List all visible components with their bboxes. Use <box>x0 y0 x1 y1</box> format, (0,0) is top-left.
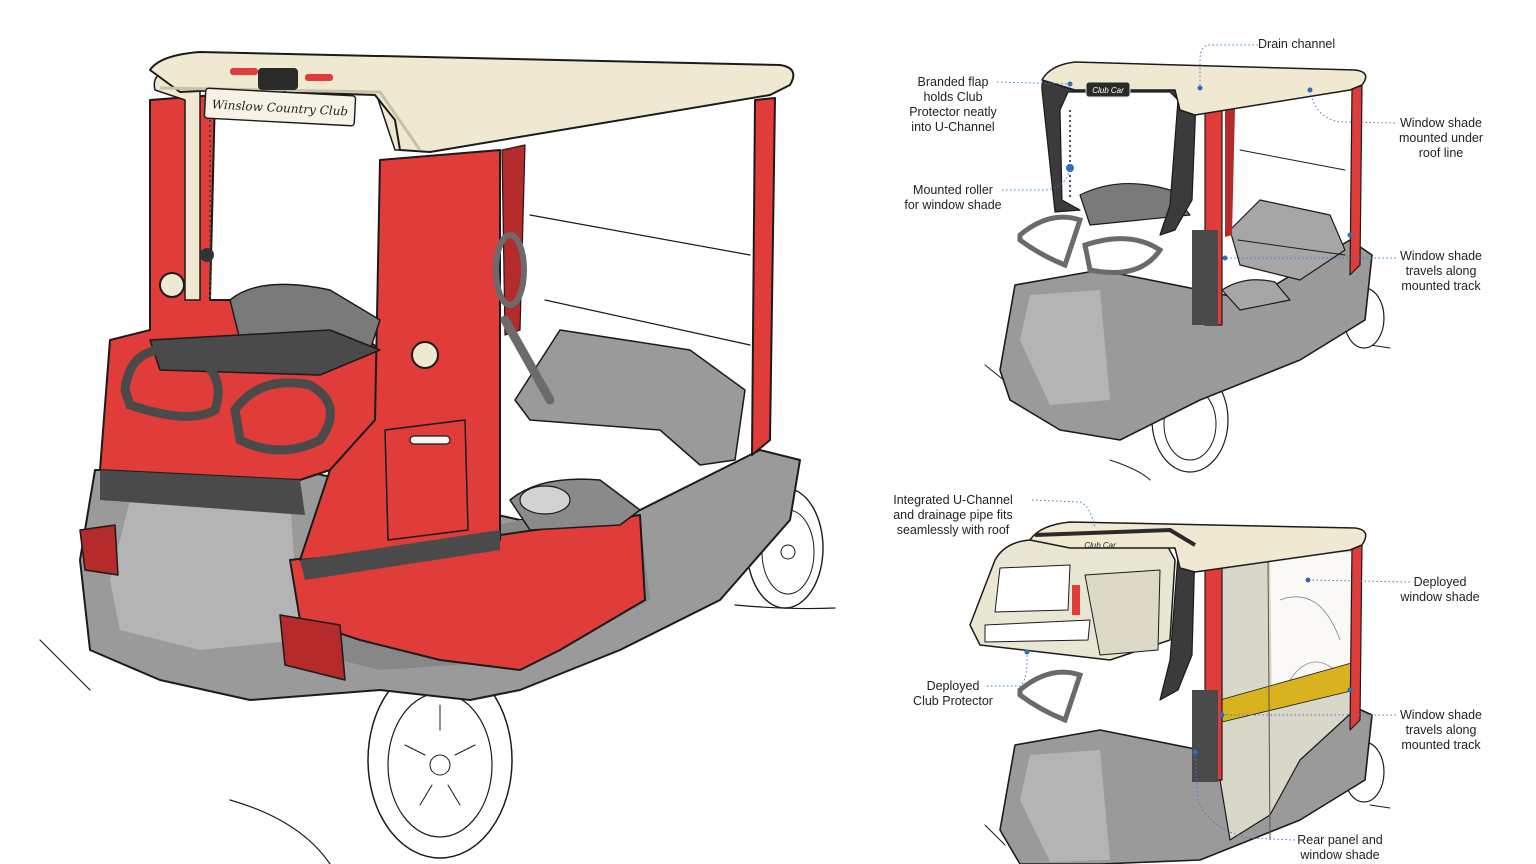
leader-drain-channel <box>1199 44 1258 88</box>
dot-drain-channel <box>1197 85 1203 91</box>
bottom-floor <box>1020 750 1110 862</box>
bottom-front-pillar <box>1349 542 1363 731</box>
roof-emblem-plate <box>258 68 298 90</box>
side-band <box>300 530 500 580</box>
callout-integrated-channel: Integrated U-Channel and drainage pipe f… <box>893 493 1013 537</box>
top-emblem-text: Club Car <box>1092 86 1124 95</box>
tail-light-right <box>279 614 346 681</box>
top-window-line <box>1237 149 1346 256</box>
top-strap <box>1017 214 1164 275</box>
shade-roller-knob <box>200 248 214 262</box>
tail-light-left <box>79 524 119 576</box>
bottom-strap <box>1017 669 1084 724</box>
leader-branded-flap <box>996 81 1071 85</box>
callout-branded-flap: Branded flap holds Club Protector neatly… <box>909 75 997 134</box>
reflector-left <box>159 272 185 298</box>
protector-window-3 <box>1084 569 1161 656</box>
top-front-pillar <box>1349 85 1363 276</box>
dot-deployed-shade <box>1305 577 1311 583</box>
callout-shade-under-roof: Window shade mounted under roof line <box>1398 116 1484 160</box>
roof-lamp-right <box>305 74 333 81</box>
main-cart-illustration: Club Car Winslow Country Club <box>39 51 836 864</box>
windshield-frame <box>529 214 751 346</box>
dot-shade-track-bottom <box>1219 712 1225 718</box>
callout-drain-channel: Drain channel <box>1258 37 1336 51</box>
roof-lamp-left <box>230 68 258 75</box>
top-roller-knob <box>1066 164 1074 172</box>
leader-integrated-channel <box>1031 499 1096 529</box>
dot-shade-under-roof <box>1307 87 1313 93</box>
protector-red-strip <box>1072 585 1080 615</box>
bottom-roof <box>1029 521 1367 573</box>
top-pillar-base <box>1192 230 1218 325</box>
dot-branded-flap <box>1067 81 1073 87</box>
top-front-seat <box>1221 279 1291 311</box>
callout-deployed-protector: Deployed Club Protector <box>913 679 993 708</box>
top-roof <box>1041 61 1367 116</box>
bag-strap <box>120 345 335 455</box>
dot-shade-track-bottom-2 <box>1347 687 1353 693</box>
top-floor <box>1020 290 1110 405</box>
nameplate-frame <box>203 87 357 127</box>
bottom-roof-channel <box>1034 527 1197 547</box>
top-emblem-plate <box>1085 81 1131 98</box>
dot-shade-track-top <box>1222 255 1228 261</box>
bottom-emblem-text: Club Car <box>1084 541 1116 550</box>
floor-inner <box>110 500 300 650</box>
dot-deployed-protector <box>1024 649 1030 655</box>
bottom-shade-contours <box>1279 596 1341 681</box>
dot-rear-panel <box>1192 749 1198 755</box>
bottom-cart-illustration: Club Car <box>969 521 1391 864</box>
protector-window-2 <box>984 619 1091 643</box>
callout-rear-panel: Rear panel and window shade <box>1297 833 1383 862</box>
bottom-shade-seam <box>1267 559 1271 841</box>
door-handle <box>409 435 451 445</box>
cup-holder <box>519 485 571 515</box>
bottom-pillar-base <box>1192 690 1218 782</box>
callout-shade-track-top: Window shade travels along mounted track <box>1400 249 1482 293</box>
rear-door-panel <box>384 419 469 541</box>
leader-rear-panel <box>1194 751 1296 841</box>
bottom-shade-window <box>1270 552 1355 705</box>
steering-column <box>500 315 555 405</box>
callout-deployed-shade: Deployed window shade <box>1400 575 1480 604</box>
top-dashboard <box>1229 199 1346 281</box>
reflector-right <box>411 341 439 369</box>
red-front-pillar <box>751 97 776 456</box>
bumper-band <box>100 470 305 515</box>
callout-shade-track-bottom: Window shade travels along mounted track <box>1400 708 1482 752</box>
dashboard <box>514 329 746 466</box>
leader-shade-under-roof <box>1309 89 1396 124</box>
leader-deployed-protector <box>987 651 1028 687</box>
top-cart-illustration: Club Car <box>984 61 1391 481</box>
leader-lines <box>987 44 1411 841</box>
leader-deployed-shade <box>1307 579 1411 583</box>
callout-mounted-roller: Mounted roller for window shade <box>904 183 1002 212</box>
bottom-ground-line <box>984 804 1391 846</box>
steering-wheel <box>493 232 527 308</box>
protector-window-1 <box>994 564 1071 613</box>
top-mid-pillar <box>1225 108 1235 237</box>
dot-shade-track-top-2 <box>1347 232 1353 238</box>
